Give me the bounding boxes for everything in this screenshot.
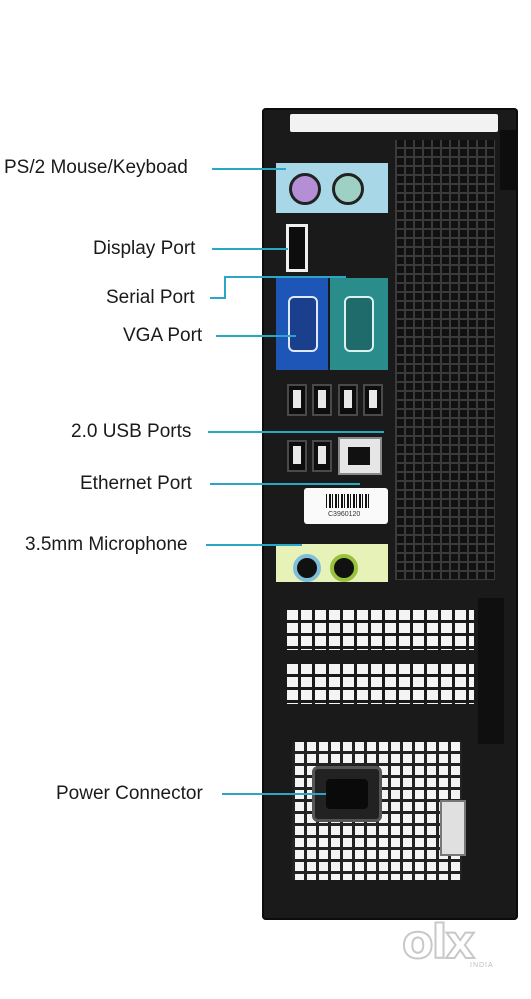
- ps2-callout-line: [212, 168, 286, 170]
- side-handle: [500, 130, 518, 190]
- barcode-text: C3960120: [328, 511, 361, 518]
- usb-port: [312, 384, 332, 416]
- olx-watermark-region: INDIA: [470, 962, 494, 969]
- barcode-sticker: C3960120: [304, 488, 388, 524]
- usb-port: [287, 384, 307, 416]
- serial-port-label: Serial Port: [106, 287, 195, 308]
- serial-port-callout-line-top: [224, 276, 346, 278]
- usb-port: [363, 384, 383, 416]
- usb-ports-callout-line: [208, 431, 384, 433]
- usb-ports-label: 2.0 USB Ports: [71, 421, 192, 442]
- ps2-label: PS/2 Mouse/Keyboad: [4, 157, 188, 178]
- microphone-jack: [330, 554, 358, 582]
- headphone-jack: [293, 554, 321, 582]
- usb-port: [287, 440, 307, 472]
- ps2-mouse-port: [289, 173, 321, 205]
- usb-port: [312, 440, 332, 472]
- service-tag-strip: [290, 114, 498, 132]
- ethernet-port-callout-line: [210, 483, 360, 485]
- vga-port: [276, 278, 328, 370]
- microphone-label: 3.5mm Microphone: [25, 534, 188, 555]
- ps2-keyboard-port: [332, 173, 364, 205]
- vga-port-label: VGA Port: [123, 325, 203, 346]
- expansion-bracket: [478, 598, 504, 744]
- serial-port-callout-line-vertical: [224, 276, 226, 299]
- power-connector-label: Power Connector: [56, 783, 203, 804]
- display-port-label: Display Port: [93, 238, 196, 259]
- serial-port: [330, 278, 388, 370]
- power-connector-callout-line: [222, 793, 326, 795]
- ethernet-port: [338, 437, 382, 475]
- psu-switch: [440, 800, 466, 856]
- expansion-slot-cover: [284, 610, 474, 650]
- display-port-callout-line: [212, 248, 288, 250]
- microphone-callout-line: [206, 544, 302, 546]
- ventilation-grille: [395, 140, 495, 580]
- expansion-slot-cover: [284, 664, 474, 704]
- vga-port-callout-line: [216, 335, 296, 337]
- display-port: [286, 224, 308, 272]
- olx-watermark: olx: [401, 914, 476, 970]
- barcode: [326, 494, 370, 508]
- usb-port: [338, 384, 358, 416]
- ethernet-port-label: Ethernet Port: [80, 473, 192, 494]
- serial-port-callout-line: [210, 297, 226, 299]
